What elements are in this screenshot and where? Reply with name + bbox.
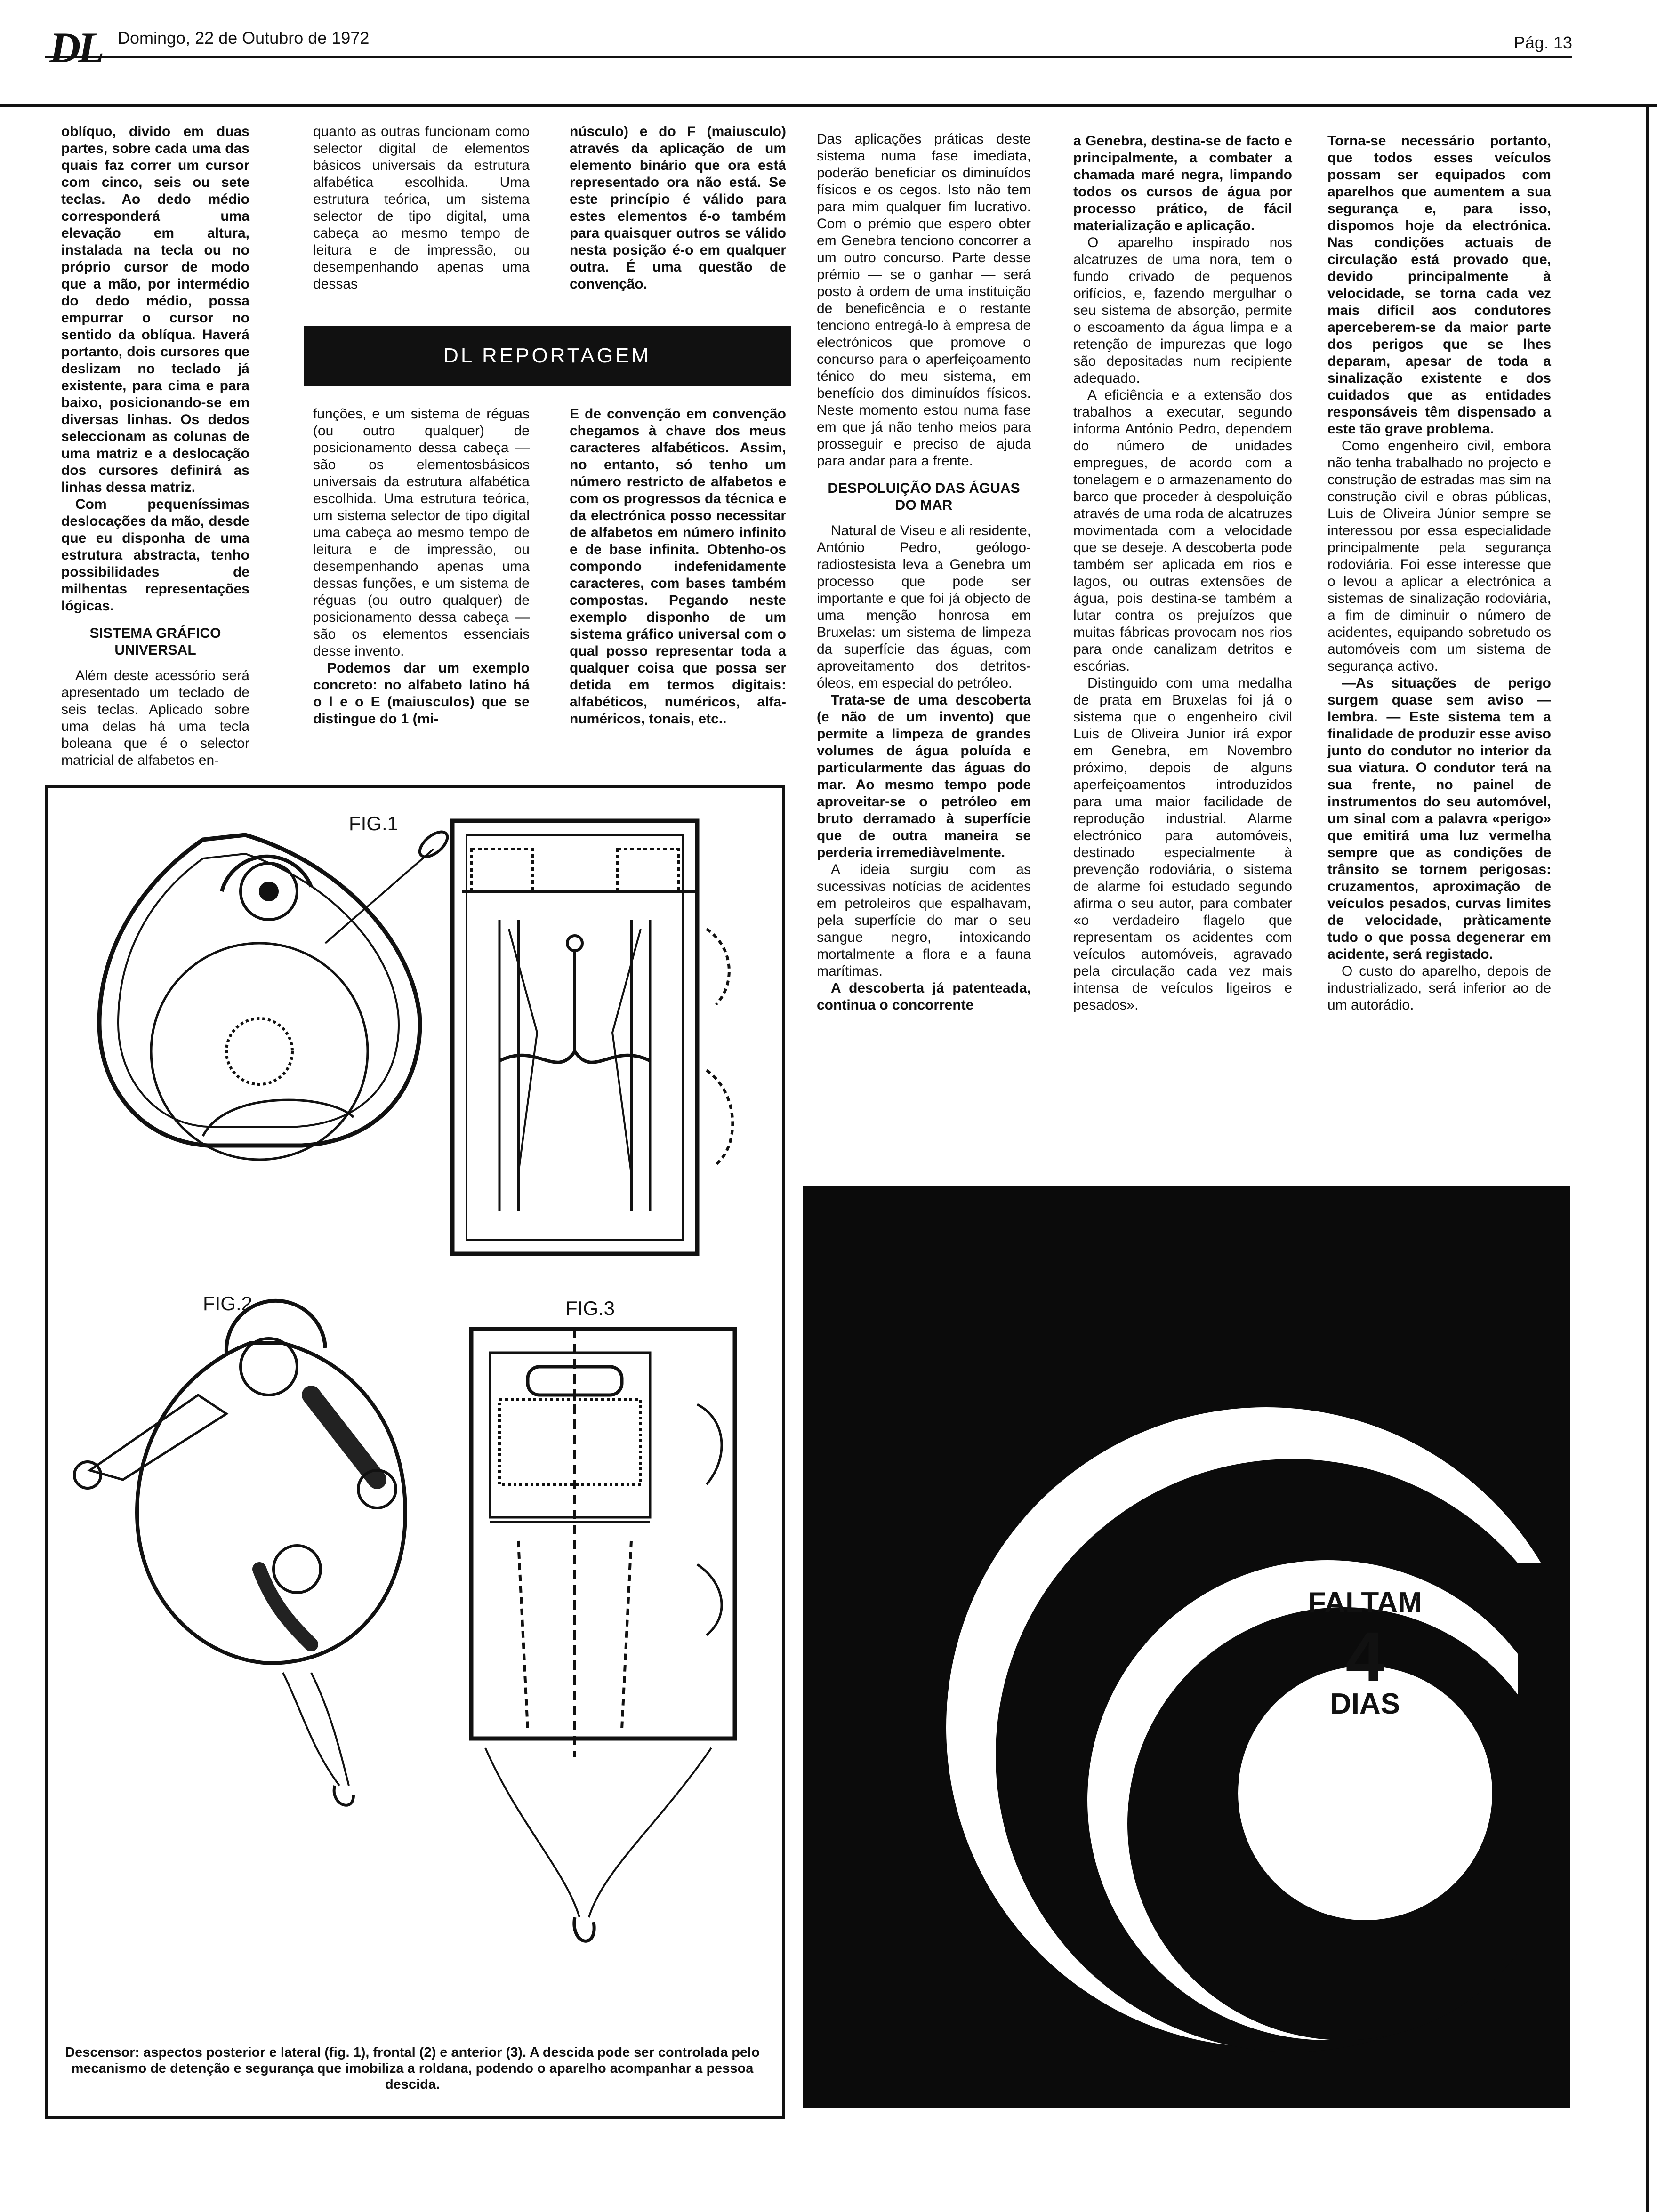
ad-graphic <box>946 1407 1570 2108</box>
column-5: a Genebra, destina-se de facto e princip… <box>1073 133 1292 1014</box>
paragraph: a Genebra, destina-se de facto e princip… <box>1073 133 1292 233</box>
paragraph: —As situações de perigo surgem quase sem… <box>1327 675 1551 962</box>
column-2-bottom: funções, e um sistema de réguas (ou outr… <box>313 406 530 728</box>
column-1: oblíquo, divido em duas partes, sobre ca… <box>61 123 249 769</box>
paragraph: Torna-se necessário portanto, que todos … <box>1327 133 1551 437</box>
column-6: Torna-se necessário portanto, que todos … <box>1327 133 1551 1014</box>
figure-caption: Descensor: aspectos posterior e lateral … <box>65 2045 760 2092</box>
fig3-label: FIG.3 <box>565 1297 615 1319</box>
page-number: Pág. 13 <box>1513 33 1572 52</box>
subheading: SISTEMA GRÁFICO UNIVERSAL <box>89 625 221 658</box>
paragraph: O custo do aparelho, depois de industria… <box>1327 963 1551 1013</box>
paragraph: oblíquo, divido em duas partes, sobre ca… <box>61 124 249 495</box>
paragraph: Com pequeníssimas deslocações da mão, de… <box>61 497 249 614</box>
paragraph: O aparelho inspirado nos alcatruzes de u… <box>1073 235 1292 386</box>
frame-right-rule <box>1646 104 1649 2212</box>
paragraph: núsculo) e do F (maiusculo) através da a… <box>570 124 786 292</box>
paragraph: A descoberta já patenteada, continua o c… <box>817 980 1031 1013</box>
paragraph: Podemos dar um exemplo concreto: no alfa… <box>313 660 530 727</box>
newspaper-logo: DL <box>49 24 105 72</box>
frame-top-rule <box>0 104 1657 107</box>
column-3-bottom: E de convenção em convenção chegamos à c… <box>570 406 786 728</box>
section-banner: DL REPORTAGEM <box>304 326 791 386</box>
issue-date: Domingo, 22 de Outubro de 1972 <box>118 28 370 48</box>
paragraph: Distinguido com uma medalha de prata em … <box>1073 675 1292 1013</box>
column-2-top: quanto as outras funcionam como selector… <box>313 123 530 293</box>
paragraph: A eficiência e a extensão dos trabalhos … <box>1073 387 1292 674</box>
fig1-label: FIG.1 <box>349 812 398 834</box>
paragraph: quanto as outras funcionam como selector… <box>313 124 530 292</box>
descender-drawing: FIG.1 FIG.2 FIG.3 <box>73 812 737 1943</box>
header-rule <box>45 56 1572 58</box>
subheading: DESPOLUIÇÃO DAS ÁGUAS DO MAR <box>828 481 1020 513</box>
countdown-advertisement: FALTAM 4 DIAS <box>803 1186 1570 2108</box>
column-3-top: núsculo) e do F (maiusculo) através da a… <box>570 123 786 293</box>
ad-line-dias: DIAS <box>1330 1688 1400 1720</box>
column-4: Das aplicações práticas deste sistema nu… <box>817 131 1031 1014</box>
ad-line-faltam: FALTAM <box>1308 1587 1423 1619</box>
paragraph: Natural de Viseu e ali residente, Antóni… <box>817 523 1031 691</box>
paragraph: E de convenção em convenção chegamos à c… <box>570 406 786 727</box>
paragraph: Trata-se de uma descoberta (e não de um … <box>817 692 1031 860</box>
paragraph: A ideia surgiu com as sucessivas notícia… <box>817 862 1031 979</box>
ad-line-number: 4 <box>1345 1617 1385 1696</box>
paragraph: funções, e um sistema de réguas (ou outr… <box>313 406 530 659</box>
paragraph: Além deste acessório será apresentado um… <box>61 668 249 768</box>
paragraph: Das aplicações práticas deste sistema nu… <box>817 131 1031 469</box>
paragraph: Como engenheiro civil, embora não tenha … <box>1327 438 1551 674</box>
technical-drawing-figure: FIG.1 FIG.2 FIG.3 <box>45 785 785 2119</box>
